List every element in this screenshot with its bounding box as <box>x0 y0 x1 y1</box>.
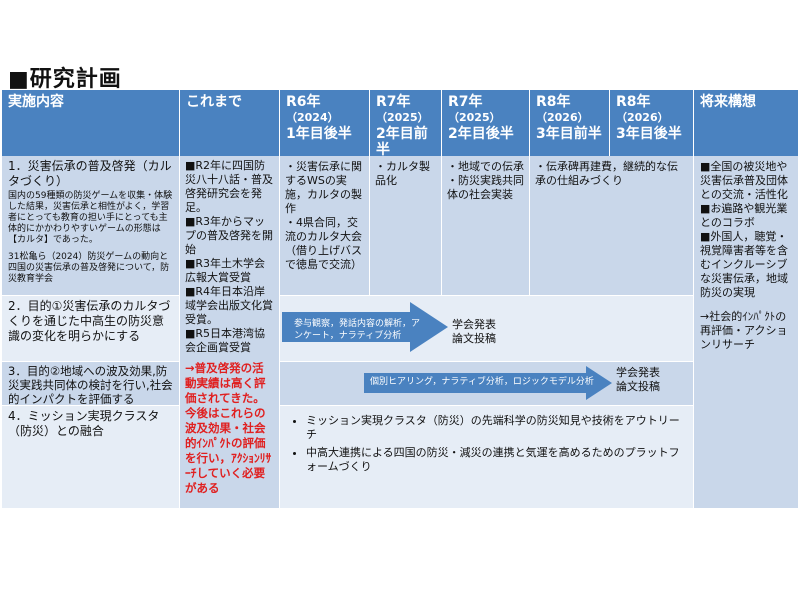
mission-item: ミッション実現クラスタ（防災）の先端科学の防災知見や技術をアウトリーチ <box>306 414 687 442</box>
future-note: →社会的ｲﾝﾊﾟｸﾄの再評価・アクションリサーチ <box>700 310 788 351</box>
row2-title: 2．目的①災害伝承のカルタづくりを通じた中高生の防災意識の変化を明らかにする <box>8 299 171 343</box>
arrow-1-label-box: 参与観察，発話内容の解析，アンケート，ナラティブ分析 <box>294 318 424 342</box>
row3-title: 3．目的②地域への波及効果,防災実践共同体の検討を行い,社会的インパクトを評価す… <box>8 364 173 406</box>
prior-cell: ■R2年に四国防災八十八話・普及啓発研究会を発足。 ■R3年からマップの普及啓発… <box>180 156 280 508</box>
row1-r7b-text: ・地域での伝承 ・防災実践共同体の社会実装 <box>447 160 524 201</box>
header-prior: これまで <box>180 90 280 156</box>
prior-text: ■R2年に四国防災八十八話・普及啓発研究会を発足。 ■R3年からマップの普及啓発… <box>185 159 273 354</box>
row1-r7a-text: ・カルタ製品化 <box>375 160 430 187</box>
row1-r8-text: ・伝承碑再建費，継続的な伝承の仕組みづくり <box>535 160 678 187</box>
row1-reference: 31松亀ら（2024）防災ゲームの動向と四国の災害伝承の普及啓発について，防災教… <box>8 252 170 284</box>
row1-r8: ・伝承碑再建費，継続的な伝承の仕組みづくり <box>530 156 694 296</box>
research-plan-table: 実施内容 これまで R6年 （2024） 1年目後半 R7年 （2025） 2年… <box>2 90 798 508</box>
header-r8b-year: （2026） <box>616 111 669 124</box>
header-r7a-term: 2年目前半 <box>376 126 428 156</box>
header-content-label: 実施内容 <box>8 94 64 110</box>
header-content: 実施内容 <box>2 90 180 156</box>
header-r7a: R7年 （2025） 2年目前半 <box>370 90 442 156</box>
page-title: ■研究計画 <box>8 67 122 92</box>
row4-plan: ミッション実現クラスタ（防災）の先端科学の防災知見や技術をアウトリーチ 中高大連… <box>280 406 694 508</box>
row1-r7a: ・カルタ製品化 <box>370 156 442 296</box>
header-r6-label: R6年 <box>286 94 321 110</box>
header-r7a-label: R7年 <box>376 94 411 110</box>
row1-r7b: ・地域での伝承 ・防災実践共同体の社会実装 <box>442 156 530 296</box>
header-r8b: R8年 （2026） 3年目後半 <box>610 90 694 156</box>
arrow-2-result: 学会発表 論文投稿 <box>616 366 692 394</box>
header-r8b-label: R8年 <box>616 94 651 110</box>
arrow-1 <box>282 302 448 352</box>
arrow-2-label-box: 個別ヒアリング，ナラティブ分析，ロジックモデル分析 <box>370 376 600 388</box>
row1-r6-text: ・災害伝承に関するWSの実施，カルタの製作 ・4県合同，交流のカルタ大会（借り上… <box>285 160 362 271</box>
prior-note: →普及啓発の活動実績は高く評価されてきた。今後はこれらの波及効果・社会的ｲﾝﾊﾟ… <box>185 361 272 495</box>
arrow-1-shape <box>282 302 448 352</box>
row1-content: 1．災害伝承の普及啓発（カルタづくり） 国内の59種類の防災ゲームを収集・体験し… <box>2 156 180 296</box>
header-r7b-year: （2025） <box>448 111 501 124</box>
header-r7b-term: 2年目後半 <box>448 126 514 142</box>
row4-title: 4．ミッション実現クラスタ（防災）との融合 <box>8 409 160 438</box>
future-text: ■全国の被災地や災害伝承普及団体との交流・活性化 ■お遍路や観光業とのコラボ ■… <box>700 160 788 299</box>
mission-list: ミッション実現クラスタ（防災）の先端科学の防災知見や技術をアウトリーチ 中高大連… <box>290 414 687 474</box>
arrow-2-result-text: 学会発表 論文投稿 <box>616 366 660 393</box>
row1-title: 1．災害伝承の普及啓発（カルタづくり） <box>8 159 172 188</box>
mission-item: 中高大連携による四国の防災・減災の連携と気運を高めるためのプラットフォームづくり <box>306 446 687 474</box>
header-r7a-year: （2025） <box>376 111 429 124</box>
header-r6-term: 1年目後半 <box>286 126 352 142</box>
header-r8a-year: （2026） <box>536 111 589 124</box>
row4-content: 4．ミッション実現クラスタ（防災）との融合 <box>2 406 180 508</box>
header-r7b: R7年 （2025） 2年目後半 <box>442 90 530 156</box>
row1-desc: 国内の59種類の防災ゲームを収集・体験した結果，災害伝承と相性がよく，学習者にと… <box>8 191 173 245</box>
header-r8a: R8年 （2026） 3年目前半 <box>530 90 610 156</box>
header-r8a-label: R8年 <box>536 94 571 110</box>
row1-r6: ・災害伝承に関するWSの実施，カルタの製作 ・4県合同，交流のカルタ大会（借り上… <box>280 156 370 296</box>
arrow-1-result-text: 学会発表 論文投稿 <box>452 318 496 345</box>
row2-content: 2．目的①災害伝承のカルタづくりを通じた中高生の防災意識の変化を明らかにする <box>2 296 180 362</box>
arrow-2-label: 個別ヒアリング，ナラティブ分析，ロジックモデル分析 <box>370 377 594 387</box>
header-r8a-term: 3年目前半 <box>536 126 602 142</box>
arrow-2-shape <box>364 366 612 400</box>
header-future: 将来構想 <box>694 90 798 156</box>
header-r8b-term: 3年目後半 <box>616 126 682 142</box>
header-prior-label: これまで <box>186 94 242 110</box>
future-cell: ■全国の被災地や災害伝承普及団体との交流・活性化 ■お遍路や観光業とのコラボ ■… <box>694 156 798 508</box>
header-r6-year: （2024） <box>286 111 339 124</box>
header-r7b-label: R7年 <box>448 94 483 110</box>
header-future-label: 将来構想 <box>700 94 756 110</box>
row3-content: 3．目的②地域への波及効果,防災実践共同体の検討を行い,社会的インパクトを評価す… <box>2 362 180 406</box>
header-r6: R6年 （2024） 1年目後半 <box>280 90 370 156</box>
arrow-1-label: 参与観察，発話内容の解析，アンケート，ナラティブ分析 <box>294 319 421 341</box>
arrow-1-result: 学会発表 論文投稿 <box>452 318 532 346</box>
arrow-2 <box>364 366 612 400</box>
